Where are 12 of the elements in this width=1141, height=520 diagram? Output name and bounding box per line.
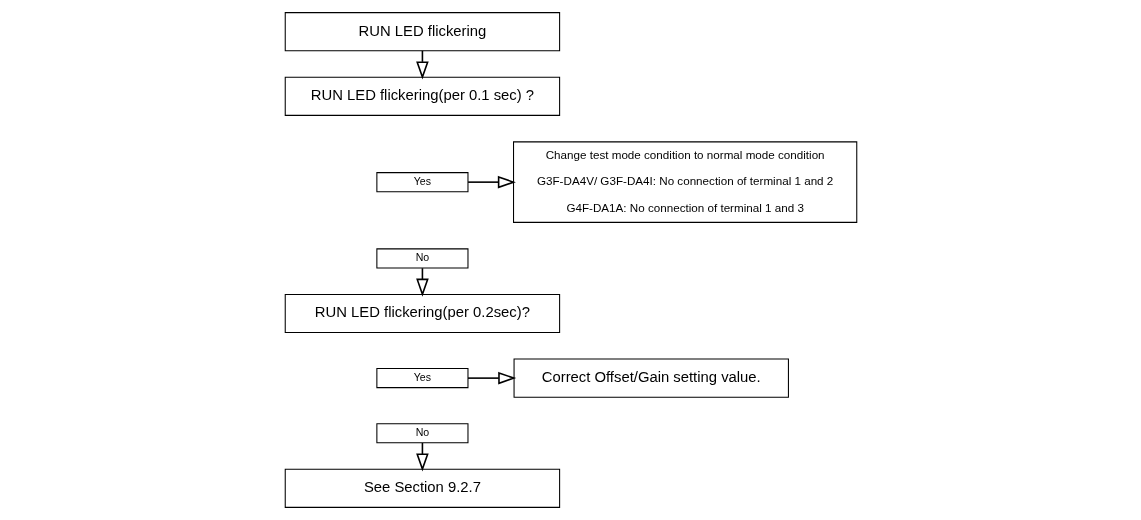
node-box: Change test mode condition to normal mode condition G3F-DA4V/ G3F-DA4I: No connection of terminal 1 and 2 G4F-DA1A: No connection of terminal 1 and 3	[512, 141, 857, 223]
node-box: Yes	[375, 368, 468, 389]
node-box: RUN LED flickering(per 0.1 sec) ?	[284, 76, 560, 116]
node-box: Correct Offset/Gain setting value.	[513, 358, 789, 398]
node-box: No	[375, 248, 468, 269]
arrow	[466, 175, 516, 189]
arrow	[466, 371, 516, 385]
node-box: Yes	[375, 172, 468, 193]
node-box: RUN LED flickering(per 0.2sec)?	[284, 293, 560, 334]
node-box: No	[375, 423, 468, 444]
node-box: RUN LED flickering	[284, 12, 560, 52]
node-box: See Section 9.2.7	[284, 468, 560, 508]
